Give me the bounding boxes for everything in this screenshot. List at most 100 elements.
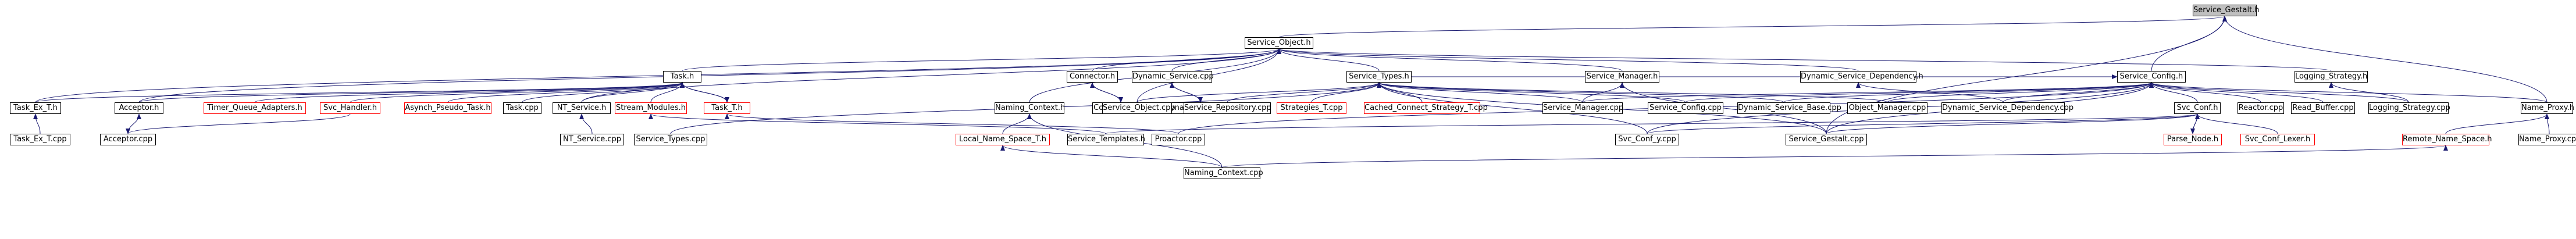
- edge-svc-conf-lexer-h-to-svc-conf-h: [2195, 113, 2278, 134]
- edge-service-templates-h-to-svc-conf-h: [1105, 113, 2199, 134]
- edge-service-manager-cpp-to-service-config-h: [1582, 82, 2154, 103]
- edge-task-ex-t-cpp-to-task-ex-t-h: [33, 113, 41, 134]
- edge-object-manager-cpp-to-service-config-h: [1887, 82, 2154, 103]
- edge-service-templates-h-to-stream-modules-h: [649, 113, 1106, 134]
- node-acceptor-cpp[interactable]: Acceptor.cpp: [100, 134, 156, 145]
- edge-service-config-cpp-to-service-config-h: [1685, 82, 2154, 103]
- edge-read-buffer-cpp-to-service-config-h: [2149, 82, 2324, 103]
- edge-dynamic-service-dependency-cpp-to-dynamic-service-dependency-h: [1856, 82, 2004, 103]
- edge-nt-service-h-to-service-object-h: [581, 48, 1281, 103]
- node-reactor-cpp[interactable]: Reactor.cpp: [2237, 102, 2284, 114]
- edge-service-gestalt-cpp-to-service-manager-h: [1620, 82, 1827, 134]
- edge-dynamic-service-dependency-cpp-to-service-config-h: [2003, 82, 2154, 103]
- edge-acceptor-h-to-task-h: [138, 82, 685, 103]
- edge-name-proxy-h-to-service-gestalt-h: [2222, 16, 2548, 103]
- edge-object-manager-cpp-to-service-types-h: [1377, 82, 1888, 103]
- node-service-object-h[interactable]: Service_Object.h: [1245, 37, 1313, 49]
- edge-service-object-h-to-service-gestalt-h: [1278, 16, 2227, 38]
- edge-naming-context-cpp-to-remote-name-space-h: [1221, 145, 2447, 168]
- node-svc-conf-lexer-h[interactable]: Svc_Conf_Lexer.h: [2240, 134, 2315, 145]
- edge-task-ex-t-h-to-service-object-h: [35, 48, 1281, 103]
- edge-task-cpp-to-task-h: [522, 82, 685, 103]
- node-stream-modules-h[interactable]: Stream_Modules.h: [615, 102, 687, 114]
- node-svc-conf-h[interactable]: Svc_Conf.h: [2174, 102, 2221, 114]
- edge-logging-strategy-cpp-to-logging-strategy-h: [2329, 82, 2409, 103]
- edge-asynch-pseudo-task-h-to-task-h: [447, 82, 685, 103]
- node-dynamic-service-cpp[interactable]: Dynamic_Service.cpp: [1132, 71, 1214, 83]
- node-svc-conf-y-cpp[interactable]: Svc_Conf_y.cpp: [1615, 134, 1679, 145]
- node-local-name-space-t-h[interactable]: Local_Name_Space_T.h: [956, 134, 1050, 145]
- node-connector-h[interactable]: Connector.h: [1067, 71, 1118, 83]
- node-naming-context-h[interactable]: Naming_Context.h: [995, 102, 1065, 114]
- node-dynamic-service-dependency-cpp[interactable]: Dynamic_Service_Dependency.cpp: [1941, 102, 2073, 114]
- edge-task-h-to-service-object-h: [682, 48, 1281, 72]
- edge-nt-service-h-to-task-h: [581, 82, 685, 103]
- edge-dynamic-service-base-cpp-to-service-types-h: [1377, 82, 1784, 103]
- node-service-types-cpp[interactable]: Service_Types.cpp: [634, 134, 707, 145]
- edge-strategies-t-cpp-to-service-types-h: [1311, 82, 1381, 103]
- node-task-t-h[interactable]: Task_T.h: [704, 102, 750, 114]
- node-task-cpp[interactable]: Task.cpp: [503, 102, 541, 114]
- edge-timer-queue-adapters-h-to-task-h: [254, 82, 685, 103]
- node-svc-handler-h[interactable]: Svc_Handler.h: [320, 102, 380, 114]
- node-timer-queue-adapters-h[interactable]: Timer_Queue_Adapters.h: [204, 102, 306, 114]
- edge-remote-name-space-h-to-name-proxy-h: [2445, 113, 2549, 134]
- node-service-manager-h[interactable]: Service_Manager.h: [1585, 71, 1659, 83]
- node-nt-service-h[interactable]: NT_Service.h: [553, 102, 611, 114]
- node-naming-context-cpp[interactable]: Naming_Context.cpp: [1184, 167, 1263, 179]
- node-parse-node-h[interactable]: Parse_Node.h: [2164, 134, 2222, 145]
- edge-name-proxy-h-to-service-config-h: [2149, 82, 2548, 103]
- edge-proactor-cpp-to-task-t-h: [725, 113, 1179, 134]
- edge-name-proxy-cpp-to-name-proxy-h: [2545, 113, 2550, 134]
- edge-service-gestalt-cpp-to-svc-conf-h: [1826, 113, 2200, 134]
- edge-svc-handler-h-to-task-h: [350, 82, 685, 103]
- edge-acceptor-h-to-service-object-h: [138, 48, 1281, 103]
- node-dynamic-service-dependency-h[interactable]: Dynamic_Service_Dependency.h: [1800, 71, 1923, 83]
- edge-dynamic-service-cpp-to-dynamic-service-h: [1171, 82, 1203, 103]
- edge-dynamic-service-base-cpp-to-service-config-h: [1783, 82, 2154, 103]
- edge-logging-strategy-h-to-service-object-h: [1277, 48, 2332, 72]
- edge-svc-conf-y-cpp-to-service-types-h: [1377, 82, 1648, 134]
- node-nt-service-cpp[interactable]: NT_Service.cpp: [560, 134, 624, 145]
- node-service-templates-h[interactable]: Service_Templates.h: [1067, 134, 1145, 145]
- edge-service-types-h-to-service-object-h: [1277, 48, 1380, 72]
- node-acceptor-h[interactable]: Acceptor.h: [115, 102, 163, 114]
- node-service-config-h[interactable]: Service_Config.h: [2117, 71, 2186, 83]
- edge-reactor-cpp-to-service-config-h: [2149, 82, 2261, 103]
- edge-connector-h-to-connector-cpp: [1092, 82, 1123, 103]
- node-service-config-cpp[interactable]: Service_Config.cpp: [1648, 102, 1723, 114]
- node-dynamic-service-base-cpp[interactable]: Dynamic_Service_Base.cpp: [1737, 102, 1841, 114]
- node-name-proxy-h[interactable]: Name_Proxy.h: [2521, 102, 2574, 114]
- node-object-manager-cpp[interactable]: Object_Manager.cpp: [1847, 102, 1927, 114]
- edge-naming-context-cpp-to-local-name-space-t-h: [1000, 145, 1223, 168]
- node-proactor-cpp[interactable]: Proactor.cpp: [1152, 134, 1205, 145]
- edge-svc-handler-h-to-acceptor-cpp: [126, 113, 351, 134]
- edge-service-object-cpp-to-service-types-h: [1136, 82, 1381, 103]
- edge-svc-conf-y-cpp-to-svc-conf-h: [1647, 113, 2200, 134]
- edge-service-config-cpp-to-service-types-h: [1377, 82, 1686, 103]
- edge-nt-service-cpp-to-nt-service-h: [579, 113, 593, 134]
- node-task-ex-t-h[interactable]: Task_Ex_T.h: [10, 102, 61, 114]
- edge-service-repository-cpp-to-service-types-h: [1227, 82, 1381, 103]
- edge-service-manager-h-to-service-object-h: [1277, 48, 1623, 72]
- node-logging-strategy-cpp[interactable]: Logging_Strategy.cpp: [2368, 102, 2450, 114]
- node-service-gestalt-cpp[interactable]: Service_Gestalt.cpp: [1786, 134, 1867, 145]
- node-remote-name-space-h[interactable]: Remote_Name_Space.h: [2402, 134, 2492, 145]
- node-service-manager-cpp[interactable]: Service_Manager.cpp: [1542, 102, 1623, 114]
- node-service-types-h[interactable]: Service_Types.h: [1346, 71, 1412, 83]
- node-task-ex-t-cpp[interactable]: Task_Ex_T.cpp: [10, 134, 70, 145]
- node-service-repository-cpp[interactable]: Service_Repository.cpp: [1184, 102, 1271, 114]
- edge-task-ex-t-h-to-task-h: [35, 82, 685, 103]
- node-asynch-pseudo-task-h[interactable]: Asynch_Pseudo_Task.h: [404, 102, 491, 114]
- node-task-h[interactable]: Task.h: [663, 71, 701, 83]
- node-name-proxy-cpp[interactable]: Name_Proxy.cpp: [2518, 134, 2576, 145]
- node-service-object-cpp[interactable]: Service_Object.cpp: [1102, 102, 1175, 114]
- node-strategies-t-cpp[interactable]: Strategies_T.cpp: [1277, 102, 1346, 114]
- edge-service-manager-cpp-to-service-types-h: [1377, 82, 1583, 103]
- node-logging-strategy-h[interactable]: Logging_Strategy.h: [2294, 71, 2368, 83]
- node-read-buffer-cpp[interactable]: Read_Buffer.cpp: [2291, 102, 2355, 114]
- node-cached-connect-strategy-t-cpp[interactable]: Cached_Connect_Strategy_T.cpp: [1364, 102, 1488, 114]
- node-service-gestalt-h[interactable]: Service_Gestalt.h: [2193, 5, 2260, 16]
